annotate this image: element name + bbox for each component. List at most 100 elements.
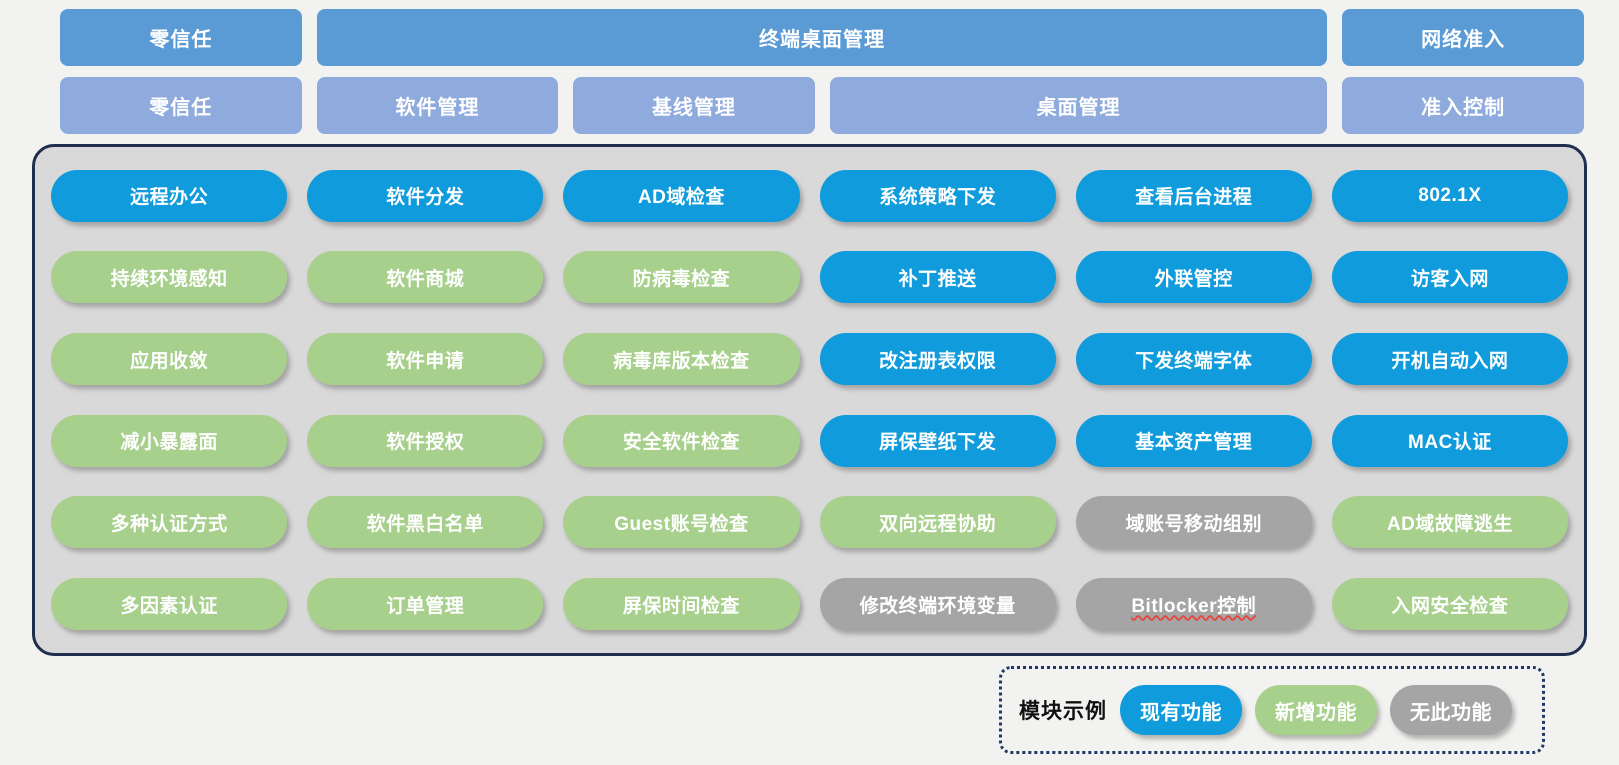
- header-level2-item-4[interactable]: 桌面管理: [829, 77, 1328, 134]
- capability-pill[interactable]: 802.1X: [1331, 169, 1568, 222]
- capability-pill-label: AD域检查: [637, 187, 725, 209]
- capability-pill[interactable]: 双向远程协助: [819, 496, 1056, 549]
- capability-grid: 远程办公 软件分发 AD域检查 系统策略下发 查看后台进程 802.1X 持续环境感知 软件商…: [35, 147, 1584, 653]
- capability-pill[interactable]: 域账号移动组别: [1075, 496, 1312, 549]
- capability-pill-label: 持续环境感知: [110, 268, 228, 290]
- legend-item-absent[interactable]: 无此功能: [1390, 685, 1512, 735]
- capability-pill-label: 查看后台进程: [1135, 187, 1253, 209]
- capability-pill[interactable]: 减小暴露面: [51, 414, 288, 467]
- capability-pill[interactable]: 软件分发: [307, 169, 544, 222]
- capability-pill-label: 补丁推送: [898, 268, 977, 290]
- capability-pill-label: 软件授权: [386, 432, 465, 454]
- capability-grid-container: 远程办公 软件分发 AD域检查 系统策略下发 查看后台进程 802.1X 持续环境感知 软件商…: [32, 144, 1587, 656]
- capability-pill-label: 屏保时间检查: [622, 595, 740, 617]
- capability-pill[interactable]: 屏保壁纸下发: [819, 414, 1056, 467]
- header-level1-item-2[interactable]: 终端桌面管理: [316, 9, 1328, 66]
- capability-pill[interactable]: 改注册表权限: [819, 333, 1056, 386]
- capability-pill-label: 基本资产管理: [1135, 432, 1253, 454]
- legend-title: 模块示例: [1019, 700, 1107, 723]
- capability-pill-label: 访客入网: [1410, 268, 1489, 290]
- capability-pill-label: Guest账号检查: [614, 513, 749, 535]
- header-label: 终端桌面管理: [759, 29, 885, 51]
- capability-pill[interactable]: 远程办公: [51, 169, 288, 222]
- capability-pill-label: AD域故障逃生: [1386, 513, 1513, 535]
- header-level2-item-2[interactable]: 软件管理: [316, 77, 559, 134]
- capability-pill[interactable]: 软件申请: [307, 333, 544, 386]
- capability-pill-label: 双向远程协助: [879, 513, 997, 535]
- capability-pill[interactable]: 持续环境感知: [51, 251, 288, 304]
- capability-pill-label: 屏保壁纸下发: [879, 432, 997, 454]
- legend-item-new[interactable]: 新增功能: [1255, 685, 1377, 735]
- capability-pill[interactable]: MAC认证: [1331, 414, 1568, 467]
- capability-pill[interactable]: 多因素认证: [51, 578, 288, 631]
- capability-pill[interactable]: Guest账号检查: [563, 496, 800, 549]
- capability-pill-label: Bitlocker控制: [1131, 595, 1257, 617]
- capability-pill-label: 改注册表权限: [879, 350, 997, 372]
- capability-pill[interactable]: 安全软件检查: [563, 414, 800, 467]
- header-label: 准入控制: [1421, 97, 1506, 119]
- capability-pill[interactable]: 多种认证方式: [51, 496, 288, 549]
- header-row-level2: 零信任 软件管理 基线管理 桌面管理 准入控制: [60, 77, 1584, 134]
- capability-pill-label: 病毒库版本检查: [613, 350, 750, 372]
- capability-pill[interactable]: 屏保时间检查: [563, 578, 800, 631]
- capability-pill[interactable]: 开机自动入网: [1331, 333, 1568, 386]
- capability-pill[interactable]: 软件黑白名单: [307, 496, 544, 549]
- capability-pill-label: MAC认证: [1408, 432, 1492, 454]
- capability-pill-label: 入网安全检查: [1391, 595, 1509, 617]
- capability-pill-label: 应用收敛: [130, 350, 209, 372]
- capability-pill-label: 下发终端字体: [1135, 350, 1253, 372]
- capability-pill[interactable]: Bitlocker控制: [1075, 578, 1312, 631]
- legend-item-label: 无此功能: [1410, 701, 1492, 724]
- capability-pill[interactable]: 病毒库版本检查: [563, 333, 800, 386]
- capability-pill[interactable]: 访客入网: [1331, 251, 1568, 304]
- header-level2-item-1[interactable]: 零信任: [60, 77, 302, 134]
- capability-pill[interactable]: 应用收敛: [51, 333, 288, 386]
- header-label: 零信任: [149, 29, 213, 51]
- capability-pill[interactable]: 入网安全检查: [1331, 578, 1568, 631]
- capability-pill-label: 减小暴露面: [120, 432, 218, 454]
- capability-pill[interactable]: 防病毒检查: [563, 251, 800, 304]
- capability-pill-label: 多因素认证: [120, 595, 218, 617]
- capability-pill-label: 域账号移动组别: [1125, 513, 1262, 535]
- header-label: 基线管理: [651, 97, 736, 119]
- capability-pill-label: 远程办公: [130, 187, 209, 209]
- capability-pill-label: 系统策略下发: [879, 187, 997, 209]
- legend-item-label: 现有功能: [1140, 701, 1222, 724]
- capability-pill[interactable]: 下发终端字体: [1075, 333, 1312, 386]
- capability-pill-label: 开机自动入网: [1391, 350, 1509, 372]
- capability-pill[interactable]: 基本资产管理: [1075, 414, 1312, 467]
- capability-pill-label: 软件申请: [386, 350, 465, 372]
- header-level2-item-5[interactable]: 准入控制: [1342, 77, 1584, 134]
- header-level2-item-3[interactable]: 基线管理: [573, 77, 815, 134]
- capability-pill-label: 修改终端环境变量: [859, 595, 1016, 617]
- header-row-level1: 零信任 终端桌面管理 网络准入: [60, 9, 1584, 66]
- capability-pill-label: 安全软件检查: [622, 432, 740, 454]
- capability-pill[interactable]: 外联管控: [1075, 251, 1312, 304]
- capability-pill-label: 软件分发: [386, 187, 465, 209]
- capability-pill[interactable]: 查看后台进程: [1075, 169, 1312, 222]
- header-label: 零信任: [149, 97, 213, 119]
- capability-pill[interactable]: 软件商城: [307, 251, 544, 304]
- header-label: 软件管理: [395, 97, 480, 119]
- header-level1-item-3[interactable]: 网络准入: [1342, 9, 1584, 66]
- capability-pill-label: 802.1X: [1418, 184, 1482, 206]
- capability-pill-label: 订单管理: [386, 595, 465, 617]
- capability-pill[interactable]: 软件授权: [307, 414, 544, 467]
- legend-item-existing[interactable]: 现有功能: [1120, 685, 1242, 735]
- capability-pill[interactable]: 修改终端环境变量: [819, 578, 1056, 631]
- capability-pill-label: 防病毒检查: [632, 268, 731, 290]
- capability-pill-label: 软件黑白名单: [366, 513, 484, 535]
- header-label: 网络准入: [1421, 29, 1506, 51]
- header-level1-item-1[interactable]: 零信任: [60, 9, 302, 66]
- legend: 模块示例 现有功能 新增功能 无此功能: [999, 666, 1545, 754]
- legend-item-label: 新增功能: [1275, 701, 1357, 724]
- capability-pill[interactable]: 补丁推送: [819, 251, 1056, 304]
- capability-pill[interactable]: 系统策略下发: [819, 169, 1056, 222]
- capability-pill-label: 外联管控: [1154, 268, 1233, 290]
- capability-pill[interactable]: AD域检查: [563, 169, 800, 222]
- capability-pill[interactable]: 订单管理: [307, 578, 544, 631]
- capability-pill-label: 多种认证方式: [110, 513, 228, 535]
- capability-pill[interactable]: AD域故障逃生: [1331, 496, 1568, 549]
- header-label: 桌面管理: [1036, 97, 1121, 119]
